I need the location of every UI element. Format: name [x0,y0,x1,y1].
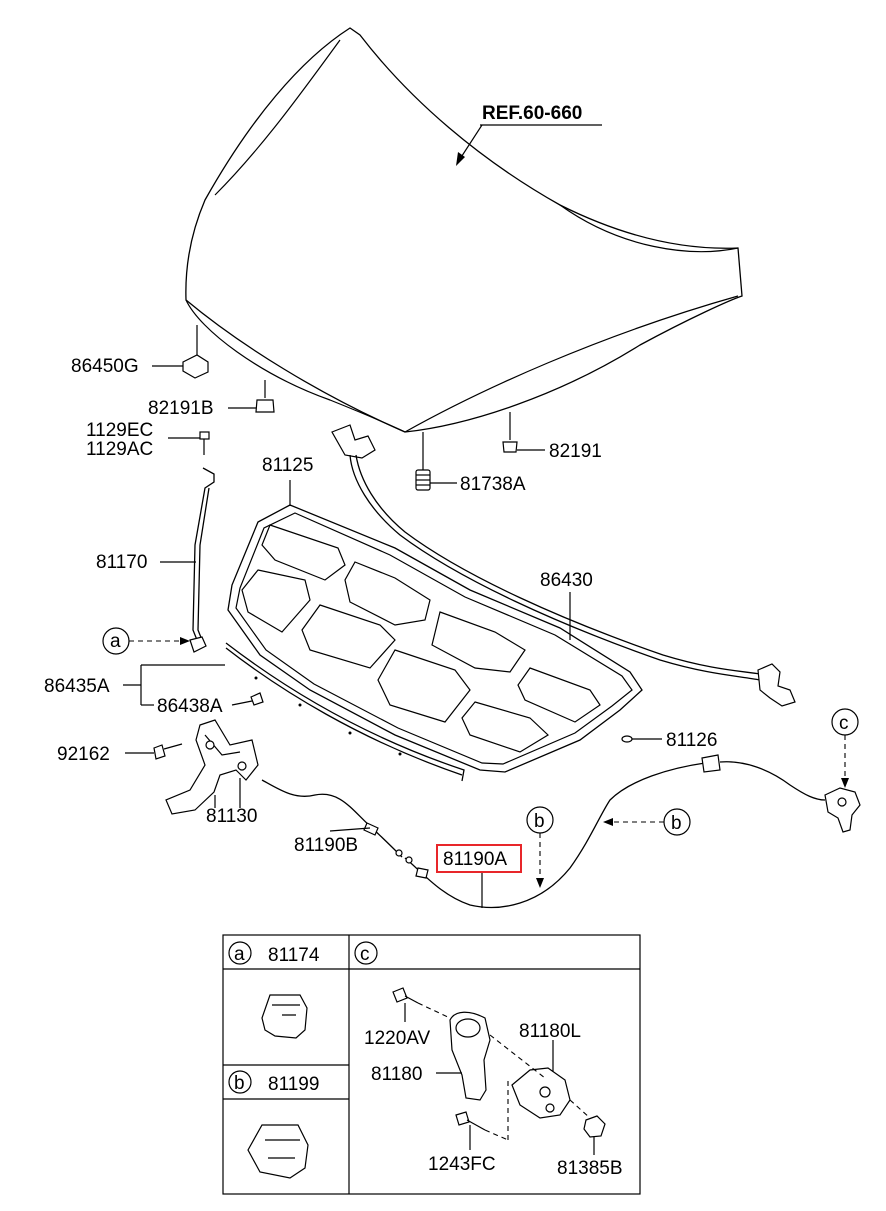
callout-a-group: a [102,627,190,655]
label-81126: 81126 [666,730,717,751]
callout-b-right-group: b [603,808,691,836]
clip-81199-drawing [247,1124,309,1179]
label-86430: 86430 [540,570,593,591]
bolt-92162-part [125,743,183,760]
label-81385B: 81385B [557,1158,623,1179]
label-92162: 92162 [57,744,110,765]
bumper-82191-part [502,412,545,453]
ref-label: REF.60-660 [482,103,582,124]
parts-detail-table [222,934,641,1195]
clip-86450G-part [152,325,209,379]
bumper-82191B-part [228,380,275,413]
table-c-letter: c [360,944,370,965]
hood-panel [185,27,743,433]
table-a-part: 81174 [268,945,320,966]
seal-86430-part [331,424,796,707]
latch-81130-part [165,719,259,815]
clip-81126-part [621,735,662,743]
label-86438A: 86438A [157,696,223,717]
bolt-1129-part [168,431,210,455]
table-cell-a: a 81174 [228,941,320,1039]
highlight-box-81190A [436,844,522,873]
callout-b-left: b [534,811,545,832]
label-81125: 81125 [262,455,313,476]
label-81190A: 81190A [443,849,507,870]
table-a-letter: a [234,944,245,965]
label-81190B: 81190B [294,835,358,856]
callout-b-right: b [671,813,682,834]
clip-81174-drawing [261,994,308,1039]
label-81738A: 81738A [460,474,526,495]
table-cell-b: b 81199 [228,1070,319,1179]
weatherstrip-86435A-part [123,642,465,782]
cable-81190A-part [404,754,826,908]
label-82191: 82191 [549,441,602,462]
label-1220AV: 1220AV [364,1028,431,1049]
table-cell-c: c 1220AV 81180 81180L 1243FC 81385B [354,941,623,1179]
callout-c: c [839,713,849,734]
label-86435A: 86435A [44,676,110,697]
label-1129AC: 1129AC [86,439,153,460]
label-86450G: 86450G [71,356,139,377]
table-b-part: 81199 [268,1074,319,1095]
callout-a: a [110,631,121,652]
table-b-letter: b [234,1073,245,1094]
label-81130: 81130 [206,806,257,827]
hood-stay-rod-81170-part [160,467,215,653]
spring-81738A-part [415,432,457,491]
ref-label-group: REF.60-660 [456,103,602,166]
label-81180: 81180 [371,1064,422,1085]
cable-81190B-part [261,779,403,858]
label-81180L: 81180L [519,1021,581,1042]
insulator-pad-81125-part [227,480,643,773]
callout-c-group: c [831,708,859,788]
label-82191B: 82191B [148,398,214,419]
label-1243FC: 1243FC [428,1154,496,1175]
callout-b-left-group: b [526,806,554,888]
label-1129EC: 1129EC [86,420,153,441]
label-81170: 81170 [96,552,147,573]
release-handle-part [824,787,861,833]
